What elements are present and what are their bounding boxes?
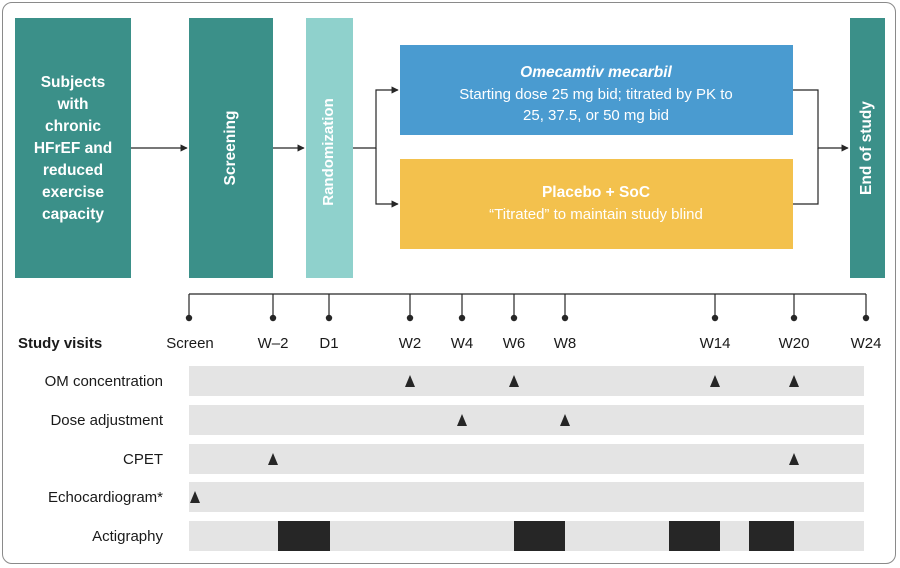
visit-label: W6 — [503, 335, 526, 352]
visit-label: W14 — [700, 335, 731, 352]
arrow-randomization-to-omecamtiv — [353, 86, 399, 149]
visit-dot — [269, 314, 277, 322]
assessment-marker — [268, 453, 278, 465]
omecamtiv-arm-box — [400, 45, 793, 135]
actigraphy-period — [749, 521, 794, 551]
assessment-row-band — [189, 482, 864, 512]
subjects-label-line: Subjects — [41, 74, 106, 91]
arrow-omecamtiv-to-end — [793, 89, 849, 152]
assessment-row-band — [189, 405, 864, 435]
omecamtiv-dose-line1: Starting dose 25 mg bid; titrated by PK … — [459, 86, 733, 103]
assessment-marker — [560, 414, 570, 426]
assessment-row-band — [189, 366, 864, 396]
screening-label: Screening — [222, 111, 239, 186]
assessment-marker — [710, 375, 720, 387]
placebo-description: “Titrated” to maintain study blind — [489, 206, 703, 223]
timeline-ticks: Screen W–2 D1 W2 W4 W6 W8 W14 W20 W24 — [166, 294, 881, 352]
visit-dot — [458, 314, 466, 322]
screening-box — [189, 18, 273, 278]
assessment-row-label: Echocardiogram* — [48, 489, 163, 506]
subjects-label-line: HFrEF and — [34, 140, 112, 157]
assessment-row-label: Actigraphy — [92, 528, 163, 545]
subjects-label-line: chronic — [45, 118, 101, 135]
actigraphy-period — [514, 521, 565, 551]
placebo-title: Placebo + SoC — [542, 184, 650, 201]
randomization-label: Randomization — [320, 98, 337, 206]
assessment-marker — [190, 491, 200, 503]
assessment-row-label: OM concentration — [45, 373, 163, 390]
visit-label: W4 — [451, 335, 474, 352]
subjects-label-line: with — [57, 96, 89, 113]
assessment-row-band — [189, 444, 864, 474]
visit-dot — [185, 314, 193, 322]
assessment-row-label: Dose adjustment — [50, 412, 163, 429]
visit-dot — [790, 314, 798, 322]
visit-label: W2 — [399, 335, 422, 352]
assessment-marker — [405, 375, 415, 387]
visit-dot — [406, 314, 414, 322]
visit-label: W–2 — [258, 335, 289, 352]
visit-label: W8 — [554, 335, 577, 352]
assessment-marker — [789, 453, 799, 465]
visit-dot — [325, 314, 333, 322]
assessment-marker — [457, 414, 467, 426]
visit-label: W24 — [851, 335, 882, 352]
subjects-label-line: exercise — [42, 184, 104, 201]
actigraphy-period — [669, 521, 720, 551]
visit-label: D1 — [319, 335, 338, 352]
study-visits-header: Study visits — [18, 335, 102, 352]
arrow-randomization-to-placebo — [375, 148, 399, 208]
visit-label: Screen — [166, 335, 214, 352]
assessment-marker — [789, 375, 799, 387]
subjects-label-line: capacity — [42, 206, 104, 223]
end-of-study-label: End of study — [858, 101, 875, 195]
omecamtiv-dose-line2: 25, 37.5, or 50 mg bid — [523, 107, 669, 124]
assessment-marker — [509, 375, 519, 387]
subjects-label-line: reduced — [43, 162, 103, 179]
end-of-study-box — [850, 18, 885, 278]
visit-dot — [510, 314, 518, 322]
subjects-box — [15, 18, 131, 278]
assessment-row-label: CPET — [123, 451, 163, 468]
actigraphy-period — [278, 521, 330, 551]
visit-label: W20 — [779, 335, 810, 352]
visit-dot — [711, 314, 719, 322]
placebo-arm-box — [400, 159, 793, 249]
visit-dot — [862, 314, 870, 322]
visit-dot — [561, 314, 569, 322]
arrow-placebo-to-end — [793, 148, 819, 205]
omecamtiv-title: Omecamtiv mecarbil — [520, 64, 672, 81]
randomization-box — [306, 18, 353, 278]
